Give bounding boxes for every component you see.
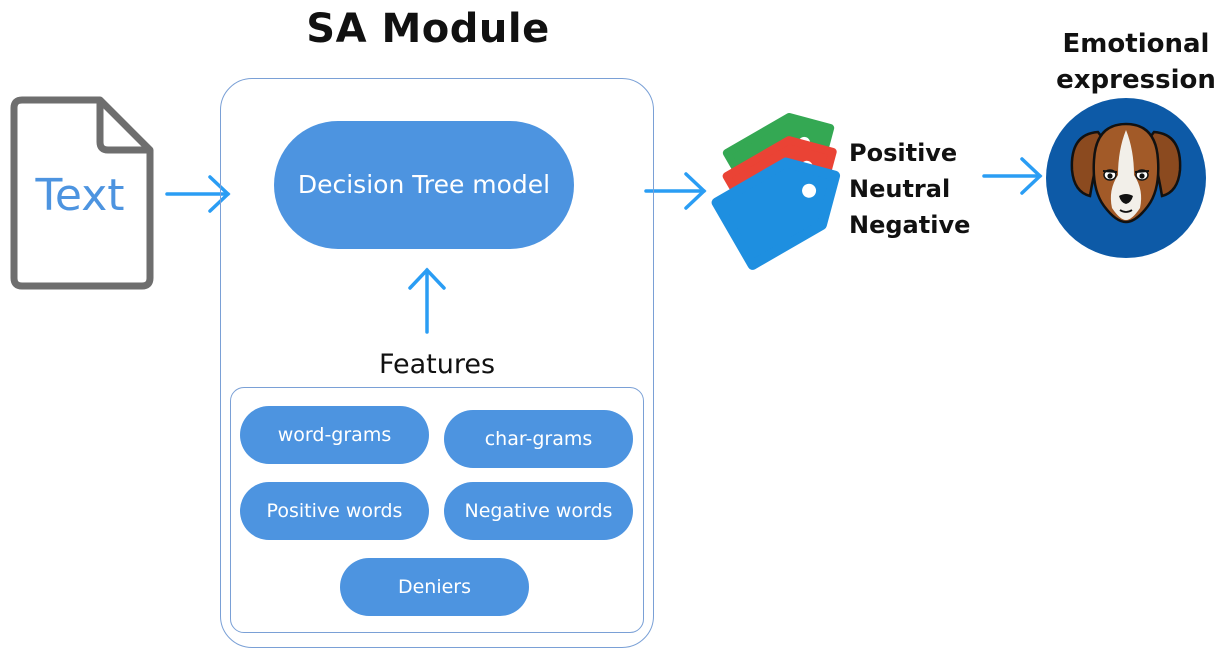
tags-icon [711, 112, 841, 270]
features-label: Features [378, 349, 496, 380]
document-icon [10, 96, 154, 290]
input-text-label: Text [35, 170, 125, 221]
feature-deniers: Deniers [340, 558, 529, 616]
arrow-module-to-tags [644, 172, 707, 210]
feature-positive-words: Positive words [240, 482, 429, 540]
emotional-expression-line2: expression [1056, 65, 1216, 95]
dog-face-icon [1046, 98, 1206, 258]
sentiment-negative: Negative [849, 211, 971, 239]
sentiment-neutral: Neutral [849, 175, 951, 203]
feature-char-grams: char-grams [444, 410, 633, 468]
emotional-expression-label: Emotional expression [1050, 26, 1222, 98]
sentiment-labels: Positive Neutral Negative [849, 135, 970, 243]
feature-word-grams: word-grams [240, 406, 429, 464]
arrow-sentiment-to-emotion [982, 157, 1043, 195]
arrow-features-to-model [408, 267, 446, 334]
diagram-title: SA Module [306, 6, 550, 52]
emotional-expression-line1: Emotional [1062, 29, 1210, 59]
arrow-text-to-module [165, 175, 231, 213]
decision-tree-node: Decision Tree model [274, 121, 574, 249]
features-container [230, 387, 644, 633]
sentiment-positive: Positive [849, 139, 958, 167]
feature-negative-words: Negative words [444, 482, 633, 540]
